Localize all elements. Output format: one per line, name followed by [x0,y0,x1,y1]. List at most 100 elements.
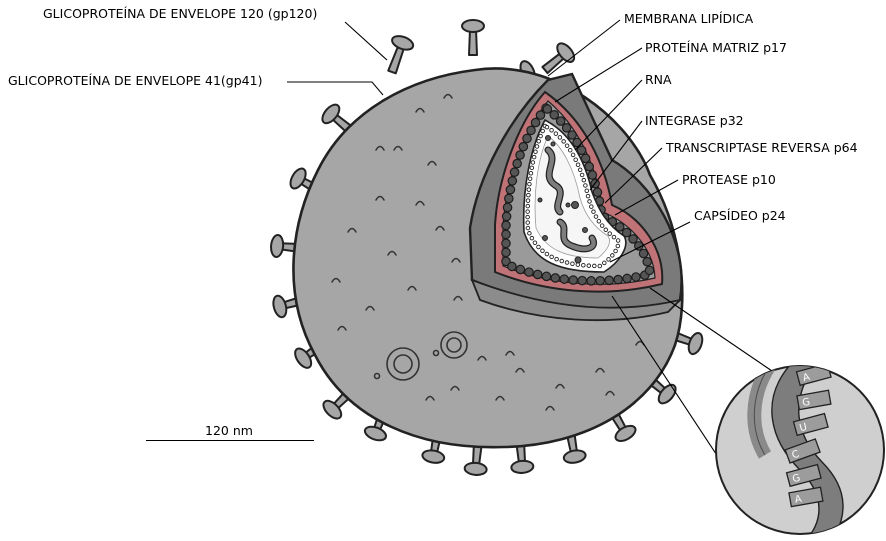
capsid-dot [527,193,531,197]
capsid-bead [508,262,516,270]
capsid-dot [541,129,545,133]
capsid-bead [550,111,558,119]
capsid-dot [528,182,532,186]
capsid-bead [562,124,570,132]
capsid-dot [584,184,588,188]
scale-bar-label: 120 nm [205,425,253,438]
capsid-dot [600,224,604,228]
capsid-dot [531,161,535,165]
capsid-bead [502,230,510,238]
capsid-dot [558,136,562,140]
capsid-bead [527,126,535,134]
capsid-dot [528,232,532,236]
capsid-bead [569,276,577,284]
capsid-dot [532,155,536,159]
capsid-bead [587,277,595,285]
capsid-bead [523,134,531,142]
capsid-bead [543,105,551,113]
capsid-dot [554,132,558,136]
capsid-dot [526,210,530,214]
capsid-bead [645,266,653,274]
scale-bar [146,440,314,441]
capsid-dot [590,205,594,209]
label-membrana-lipidica: MEMBRANA LIPÍDICA [624,13,753,26]
capsid-bead [551,274,559,282]
capsid-bead [525,268,533,276]
capsid-dot [526,199,530,203]
capsid-bead [605,276,613,284]
capsid-dot [555,257,559,261]
capsid-dot [530,236,534,240]
capsid-dot [562,140,566,144]
capsid-dot [530,166,534,170]
capsid-bead [519,142,527,150]
capsid-dot [588,200,592,204]
capsid-dot [529,171,533,175]
capsid-bead [502,212,510,220]
capsid-bead [506,186,514,194]
capsid-dot [593,264,597,268]
label-gp41: GLICOPROTEÍNA DE ENVELOPE 41(gp41) [8,75,262,88]
label-protease: PROTEASE p10 [682,174,776,187]
envelope-spike [462,20,484,55]
capsid-dot [560,259,564,263]
capsid-dot [608,232,612,236]
capsid-dot [604,228,608,232]
capsid-dot [592,210,596,214]
capsid-dot [535,145,539,149]
capsid-bead [503,203,511,211]
label-transcriptase-reversa: TRANSCRIPTASE REVERSA p64 [666,142,858,155]
capsid-bead [533,270,541,278]
envelope-spike [388,33,415,73]
capsid-dot [545,252,549,256]
capsid-dot [585,189,589,193]
capsid-dot [534,150,538,154]
capsid-dot [537,139,541,143]
capsid-dot [545,125,549,129]
capsid-dot [539,134,543,138]
capsid-dot [527,188,531,192]
capsid-dot [526,204,530,208]
capsid-dot [611,254,615,258]
capsid-dot [565,261,569,265]
capsid-dot [612,235,616,239]
capsid-bead [614,275,622,283]
capsid-dot [586,194,590,198]
capsid-dot [574,158,578,162]
capsid-bead [505,194,513,202]
capsid-bead [639,249,647,257]
capsid-dot [528,177,532,181]
capsid-dot [571,153,575,157]
capsid-bead [588,171,596,179]
capsid-bead [502,221,510,229]
capsid-dot [598,264,602,268]
label-integrase: INTEGRASE p32 [645,115,744,128]
label-rna: RNA [645,74,672,87]
capsid-dot [594,215,598,219]
capsid-dot [571,262,575,266]
capsid-bead [502,248,510,256]
capsid-dot [616,244,620,248]
capsid-dot [597,219,601,223]
capsid-dot [550,255,554,259]
capsid-dot [603,261,607,265]
capsid-bead [596,277,604,285]
capsid-bead [502,239,510,247]
capsid-bead [516,151,524,159]
capsid-dot [578,168,582,172]
capsid-dot [580,173,584,177]
capsid-bead [513,159,521,167]
capsid-bead [643,258,651,266]
capsid-dot [537,245,541,249]
capsid-dot [582,263,586,267]
capsid-dot [526,226,530,230]
label-capsideo: CAPSÍDEO p24 [694,210,786,223]
capsid-dot [533,241,537,245]
capsid-bead [510,168,518,176]
capsid-dot [565,144,569,148]
capsid-bead [578,276,586,284]
capsid-bead [560,275,568,283]
capsid-dot [582,178,586,182]
label-gp120: GLICOPROTEÍNA DE ENVELOPE 120 (gp120) [43,8,317,21]
capsid-bead [516,265,524,273]
